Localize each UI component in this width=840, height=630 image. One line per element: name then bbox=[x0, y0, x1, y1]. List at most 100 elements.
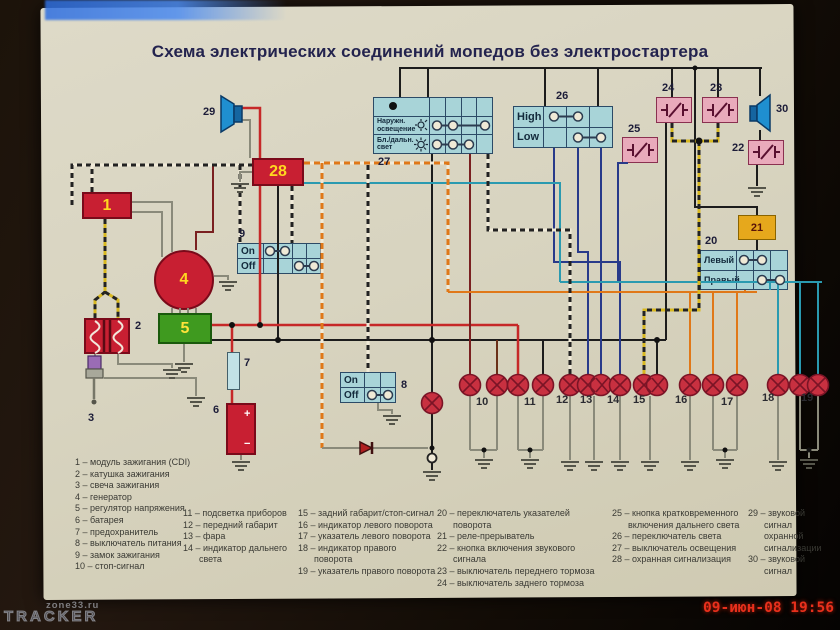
camera-timestamp: 09-июн-08 19:56 bbox=[703, 600, 834, 616]
legend-item: 8 – выключатель питания bbox=[75, 538, 182, 549]
rear-brake-number: 24 bbox=[662, 82, 675, 94]
alarm-block: 28 bbox=[252, 158, 304, 186]
flasher-relay-block: 21 bbox=[738, 215, 776, 240]
lamp-number-13: 13 bbox=[580, 394, 593, 406]
legend-item: 28 – охранная сигнализация bbox=[612, 554, 732, 565]
screen-glare bbox=[45, 0, 287, 20]
lighting-switch-top-cell bbox=[374, 98, 430, 116]
power-switch-block: On Off bbox=[340, 372, 396, 403]
outer-light-row-label: Наружн. освещение bbox=[374, 116, 430, 135]
ignition-off-label: Off bbox=[238, 259, 264, 273]
legend-item: 27 – выключатель освещения bbox=[612, 542, 737, 553]
alarm-number: 28 bbox=[269, 163, 287, 180]
beam-row-label: Бл./дальн. свет bbox=[374, 135, 430, 154]
legend-item: 2 – катушка зажигания bbox=[75, 468, 170, 479]
front-brake-number: 23 bbox=[710, 82, 723, 94]
legend-item: 14 – индикатор дальнего света bbox=[183, 542, 288, 565]
legend-item: 18 – индикатор правого поворота bbox=[298, 542, 397, 565]
battery-minus: − bbox=[244, 438, 251, 450]
legend-item: 7 – предохранитель bbox=[75, 526, 159, 537]
coil-number: 2 bbox=[135, 320, 142, 332]
lamp-number-11: 11 bbox=[524, 396, 536, 408]
horn-button-number: 22 bbox=[732, 142, 745, 154]
legend-item: 17 – указатель левого поворота bbox=[298, 531, 431, 542]
legend-item: 3 – свеча зажигания bbox=[75, 480, 160, 491]
regulator-number: 5 bbox=[180, 319, 190, 337]
alarm-horn-number: 29 bbox=[203, 106, 216, 118]
high-beam-button-number: 25 bbox=[628, 123, 641, 135]
legend-column-6: 29 – звуковой сигнал охранной сигнализац… bbox=[748, 508, 828, 578]
low-row-label: Low bbox=[514, 127, 544, 147]
legend-item: 29 – звуковой сигнал охранной сигнализац… bbox=[748, 508, 822, 553]
lamp-number-18: 18 bbox=[762, 392, 775, 404]
lamp-number-19: 19 bbox=[801, 392, 814, 404]
fuse-block bbox=[227, 352, 240, 390]
legend-item: 21 – реле-прерыватель bbox=[437, 531, 535, 542]
legend-item: 6 – батарея bbox=[75, 514, 124, 525]
watermark-site: zone33.ru bbox=[46, 600, 100, 611]
legend-item: 1 – модуль зажигания (CDI) bbox=[75, 457, 191, 467]
ignition-on-label: On bbox=[238, 244, 264, 258]
front-brake-switch-block bbox=[702, 97, 738, 123]
ignition-coil-block bbox=[84, 318, 130, 354]
legend-item: 4 – генератор bbox=[75, 491, 132, 502]
legend-item: 20 – переключатель указателей поворота bbox=[437, 508, 570, 530]
legend-item: 5 – регулятор напряжения bbox=[75, 503, 185, 514]
turn-switch-number: 20 bbox=[705, 235, 718, 247]
ignition-lock-number: 9 bbox=[239, 228, 246, 240]
right-row-label: Правый bbox=[701, 270, 740, 289]
horn-button-block bbox=[748, 140, 784, 165]
legend-item: 16 – индикатор левого поворота bbox=[298, 519, 433, 530]
turn-signal-switch-block: Левый Правый bbox=[700, 250, 788, 290]
legend-item: 9 – замок зажигания bbox=[75, 549, 160, 560]
voltage-regulator-block: 5 bbox=[158, 313, 212, 344]
legend-column-1: 1 – модуль зажигания (CDI)2 – катушка за… bbox=[75, 457, 240, 573]
battery-number: 6 bbox=[213, 404, 220, 416]
battery-block: + − bbox=[226, 403, 256, 455]
diagram-title: Схема электрических соединений мопедов б… bbox=[151, 42, 709, 61]
legend-item: 10 – стоп-сигнал bbox=[75, 561, 145, 572]
beam-switch-block: High Low bbox=[513, 106, 613, 148]
legend-item: 15 – задний габарит/стоп-сигнал bbox=[298, 508, 435, 518]
cdi-module-block: 1 bbox=[82, 192, 132, 219]
cdi-module-number: 1 bbox=[102, 196, 112, 214]
battery-plus: + bbox=[244, 408, 251, 420]
legend-item: 26 – переключатель света bbox=[612, 531, 722, 542]
legend-item: 11 – подсветка приборов bbox=[183, 508, 287, 518]
power-switch-number: 8 bbox=[401, 379, 408, 391]
legend-item: 13 – фара bbox=[183, 531, 226, 542]
legend-item: 22 – кнопка включения звукового сигнала bbox=[437, 542, 576, 565]
watermark-tracker: TRACKER bbox=[3, 608, 99, 626]
lamp-number-16: 16 bbox=[675, 394, 688, 406]
lamp-number-17: 17 bbox=[721, 396, 734, 408]
legend-item: 12 – передний габарит bbox=[183, 519, 278, 530]
ignition-lock-block: On Off bbox=[237, 243, 321, 274]
legend-item: 19 – указатель правого поворота bbox=[298, 565, 436, 576]
generator-block: 4 bbox=[154, 250, 214, 310]
lamp-number-12: 12 bbox=[556, 394, 569, 406]
power-on-label: On bbox=[341, 373, 365, 387]
lamp-number-10: 10 bbox=[476, 396, 489, 408]
lamp-number-15: 15 bbox=[633, 394, 646, 406]
legend-item: 30 – звуковой сигнал bbox=[748, 554, 805, 576]
high-row-label: High bbox=[514, 107, 544, 127]
legend-item: 25 – кнопка кратковременного включения д… bbox=[612, 508, 740, 530]
rear-brake-switch-block bbox=[656, 97, 692, 123]
high-beam-button-block bbox=[622, 137, 658, 163]
legend-item: 24 – выключатель заднего тормоза bbox=[437, 577, 584, 588]
power-off-label: Off bbox=[341, 388, 365, 402]
lighting-switch-block: Наружн. освещение Бл./дальн. свет bbox=[373, 97, 493, 154]
lighting-switch-number: 27 bbox=[378, 156, 391, 168]
legend-column-5: 25 – кнопка кратковременного включения д… bbox=[612, 508, 740, 566]
spark-plug-number: 3 bbox=[88, 412, 95, 424]
left-row-label: Левый bbox=[701, 251, 737, 270]
beam-switch-number: 26 bbox=[556, 90, 569, 102]
legend-item: 23 – выключатель переднего тормоза bbox=[437, 565, 595, 576]
generator-number: 4 bbox=[179, 271, 189, 288]
fuse-number: 7 bbox=[244, 357, 251, 369]
flasher-relay-number: 21 bbox=[750, 221, 764, 234]
lamp-number-14: 14 bbox=[607, 394, 620, 406]
horn-number: 30 bbox=[776, 103, 789, 115]
